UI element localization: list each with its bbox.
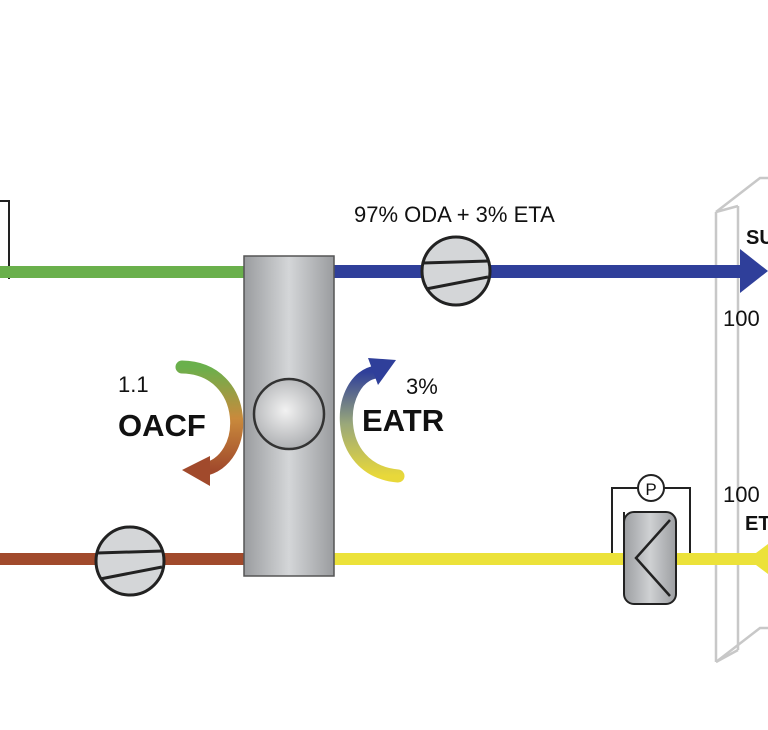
oacf-label: OACF — [118, 408, 206, 443]
supply-air-duct — [334, 265, 746, 278]
fan-icon — [94, 525, 166, 597]
supply-arrow-icon — [740, 249, 768, 293]
supply-mix-label: 97% ODA + 3% ETA — [354, 202, 555, 227]
heat-wheel-icon — [252, 377, 326, 451]
damper-icon — [623, 511, 677, 605]
room-supply-pct: 100 — [723, 306, 760, 331]
eatr-value: 3% — [406, 374, 438, 399]
extract-arrow-icon — [748, 544, 768, 574]
oacf-value: 1.1 — [118, 372, 149, 397]
outdoor-air-duct — [0, 266, 246, 278]
room-extract-abbr: ET — [745, 513, 768, 535]
room-supply-abbr: SU — [746, 227, 768, 249]
oacf-arrow-icon — [175, 360, 244, 477]
sensor-label: P — [645, 480, 656, 499]
eatr-label: EATR — [362, 403, 444, 438]
eatr-arrow-icon — [339, 365, 405, 483]
outdoor-box — [0, 200, 10, 279]
extract-air-duct — [334, 553, 764, 565]
room-box — [714, 176, 768, 664]
pressure-sensor-icon — [637, 474, 665, 502]
room-extract-pct: 100 — [723, 482, 760, 507]
fan-icon — [420, 235, 492, 307]
